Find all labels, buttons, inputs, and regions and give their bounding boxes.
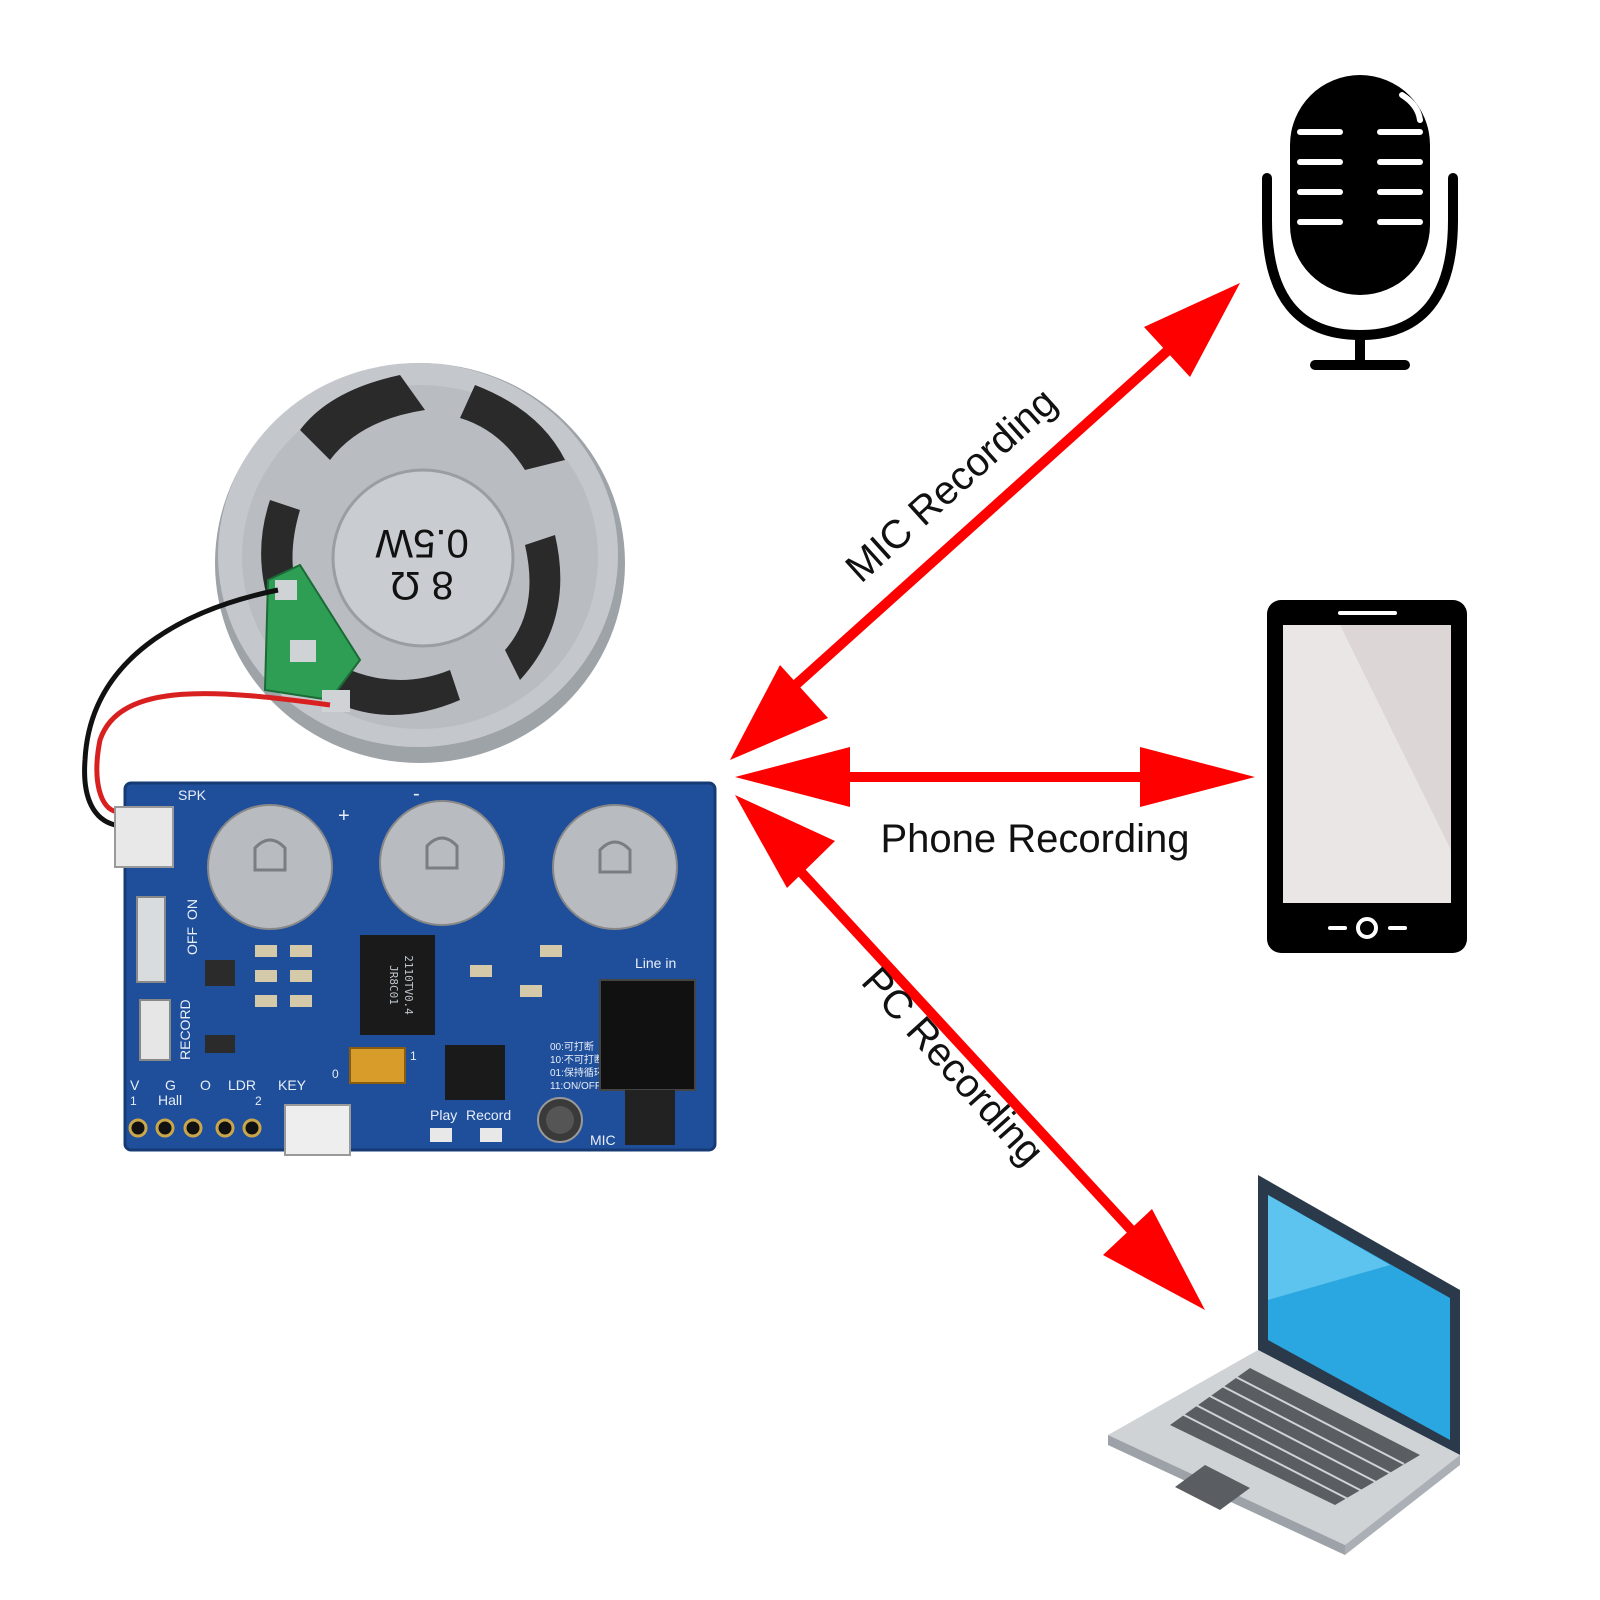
pcb-label-minus: - — [413, 783, 420, 805]
battery-holder-2 — [379, 800, 505, 926]
pcb-label-two: 2 — [255, 1094, 262, 1108]
mic-arrow-tail-head — [730, 665, 828, 760]
phone-arrow-head — [1140, 747, 1255, 807]
mic-arrow-head — [1144, 283, 1240, 377]
mode-line-3: 01:保持循环 — [550, 1066, 604, 1079]
pcb-label-spk: SPK — [178, 787, 207, 803]
pcb-label-ldr: LDR — [228, 1077, 256, 1093]
laptop-icon — [1108, 1175, 1460, 1555]
mic-arrow-shaft — [786, 331, 1189, 694]
mode-line-1: 00:可打断 — [550, 1040, 594, 1053]
pcb-label-zero: 0 — [332, 1067, 339, 1081]
pcb-label-play: Play — [430, 1107, 457, 1123]
chip-marking-1: JR8C01 — [387, 965, 400, 1005]
battery-holder-1 — [207, 804, 333, 930]
pcb-label-line-in: Line in — [635, 955, 676, 971]
speaker-spec-power: 0.5W — [375, 521, 469, 565]
pcb-label-record: RECORD — [177, 999, 193, 1060]
mode-line-2: 10:不可打断 — [550, 1053, 604, 1066]
microphone-icon — [1262, 75, 1458, 370]
pcb-label-plus: + — [338, 805, 350, 827]
pcb-label-v: V — [130, 1077, 140, 1093]
pcb-label-key: KEY — [278, 1077, 307, 1093]
pc-arrow-tail-head — [735, 795, 835, 888]
pcb-label-mic: MIC — [590, 1132, 616, 1148]
black-wire — [82, 587, 279, 828]
recording-module-board: SPK ON OFF RECORD + - JR8C01 2110TV0.4 — [114, 781, 717, 1156]
pcb-label-hall: Hall — [158, 1092, 182, 1108]
red-wire — [94, 691, 331, 815]
phone-icon — [1267, 600, 1467, 953]
pcb-label-o: O — [200, 1077, 211, 1093]
pcb-label-off: OFF — [184, 927, 200, 955]
phone-recording-label: Phone Recording — [880, 817, 1189, 861]
arrows — [730, 283, 1255, 1310]
pcb-label-record-led: Record — [466, 1107, 511, 1123]
mode-line-4: 11:ON/OFF — [550, 1081, 601, 1092]
mic-recording-label: MIC Recording — [837, 380, 1065, 591]
pc-arrow-shaft — [786, 856, 1149, 1249]
pcb-label-one-b: 1 — [130, 1094, 137, 1108]
phone-arrow-tail-head — [735, 747, 850, 807]
chip-marking-2: 2110TV0.4 — [402, 955, 415, 1015]
pc-recording-label: PC Recording — [853, 959, 1052, 1173]
pc-arrow-head — [1103, 1209, 1205, 1310]
pcb-label-on: ON — [184, 899, 200, 920]
pcb-label-g: G — [165, 1077, 176, 1093]
speaker-icon: 8 Ω 0.5W — [215, 363, 625, 763]
speaker-spec-ohm: 8 Ω — [390, 563, 453, 607]
pcb-label-one-a: 1 — [410, 1049, 417, 1063]
battery-holder-3 — [552, 804, 678, 930]
